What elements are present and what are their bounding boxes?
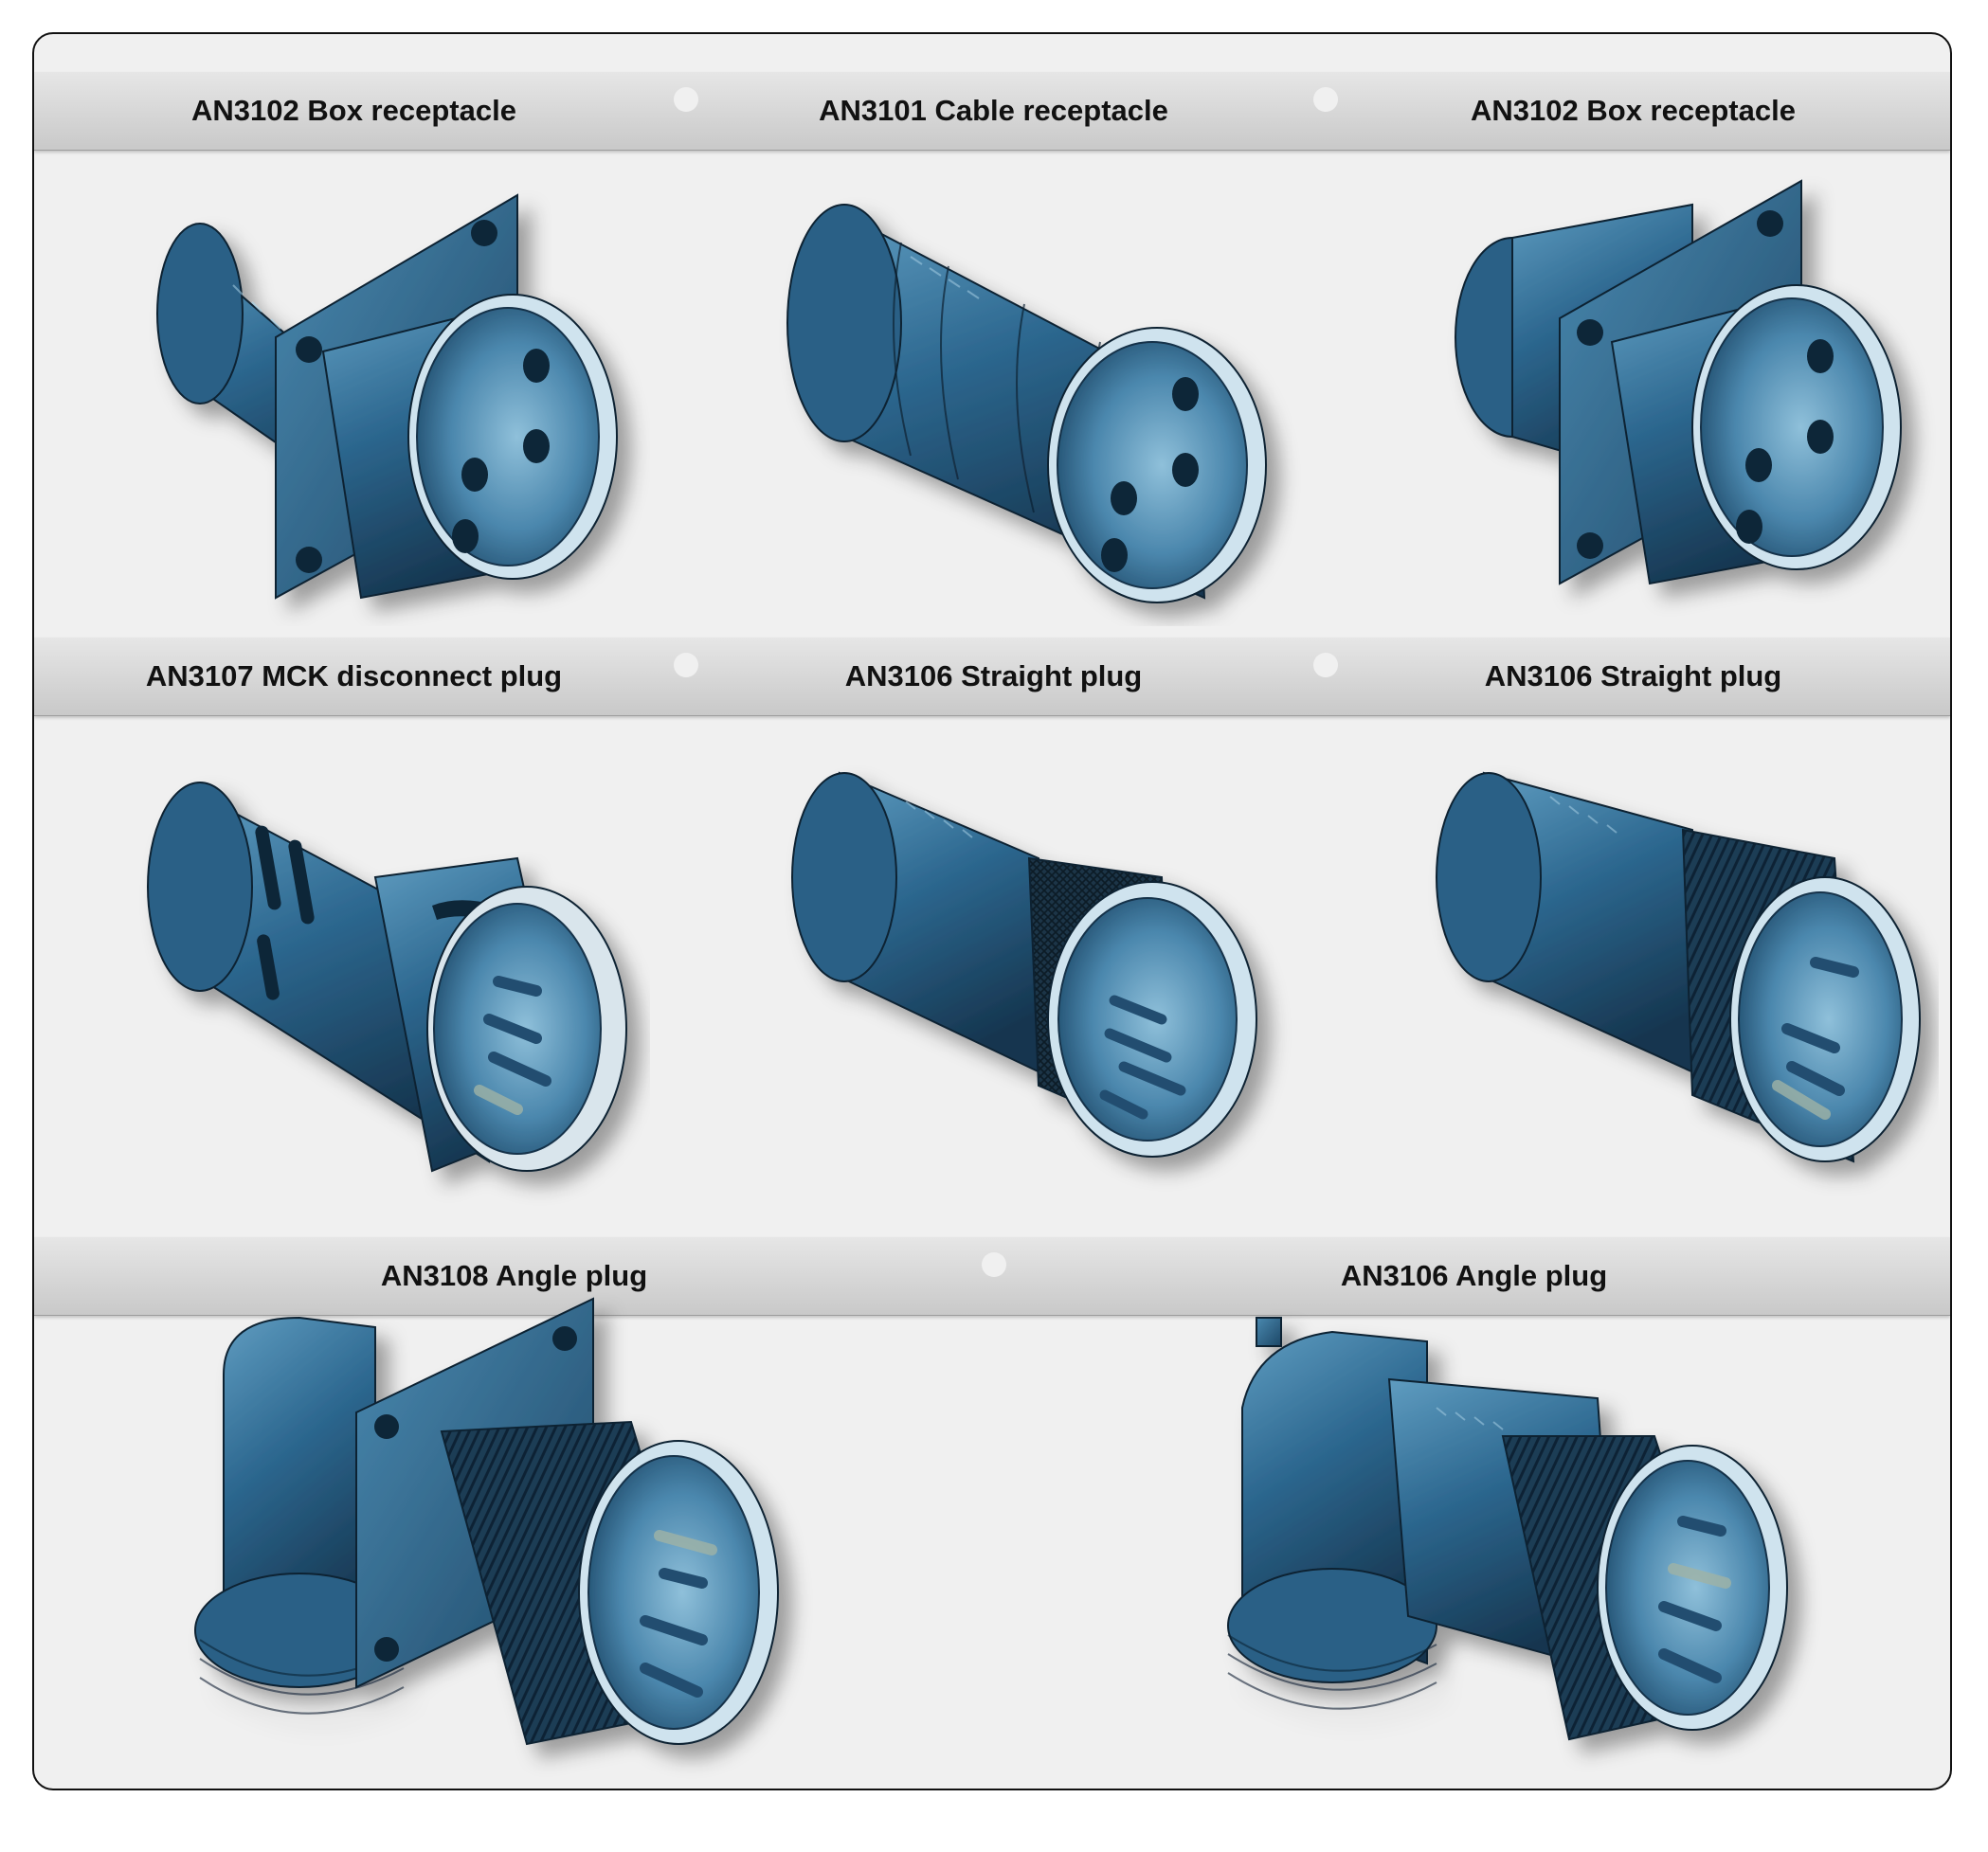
title-an3106-straight-plug-right: AN3106 Straight plug xyxy=(1484,659,1782,692)
an3102-box-receptacle-right-illustration xyxy=(1455,179,1902,585)
title-an3107-mck-disconnect-plug: AN3107 MCK disconnect plug xyxy=(145,659,563,692)
row-1-title-band xyxy=(34,72,1950,151)
title-an3101-cable-receptacle: AN3101 Cable receptacle xyxy=(819,94,1168,127)
row-2-title-band xyxy=(34,638,1950,716)
title-an3108-angle-plug: AN3108 Angle plug xyxy=(380,1259,648,1292)
figure-frame: AN3102 Box receptacle AN3101 Cable recep… xyxy=(32,32,1952,1790)
an3107-mck-disconnect-plug-illustration xyxy=(147,782,627,1173)
band-notch xyxy=(1313,653,1338,677)
title-an3102-box-receptacle-left: AN3102 Box receptacle xyxy=(191,94,516,127)
an3106-straight-plug-right-illustration xyxy=(1436,771,1921,1163)
band-notch xyxy=(982,1252,1006,1277)
an3101-cable-receptacle-illustration xyxy=(786,204,1267,603)
band-notch xyxy=(674,653,698,677)
an3108-angle-plug-illustration xyxy=(194,1297,779,1746)
an3102-box-receptacle-left-illustration xyxy=(156,193,618,600)
title-an3102-box-receptacle-right: AN3102 Box receptacle xyxy=(1471,94,1796,127)
title-an3106-angle-plug: AN3106 Angle plug xyxy=(1340,1259,1608,1292)
title-an3106-straight-plug-center: AN3106 Straight plug xyxy=(844,659,1143,692)
an3106-angle-plug-illustration xyxy=(1227,1317,1788,1741)
band-notch xyxy=(1313,87,1338,112)
an3106-straight-plug-center-illustration xyxy=(791,771,1257,1158)
band-notch xyxy=(674,87,698,112)
